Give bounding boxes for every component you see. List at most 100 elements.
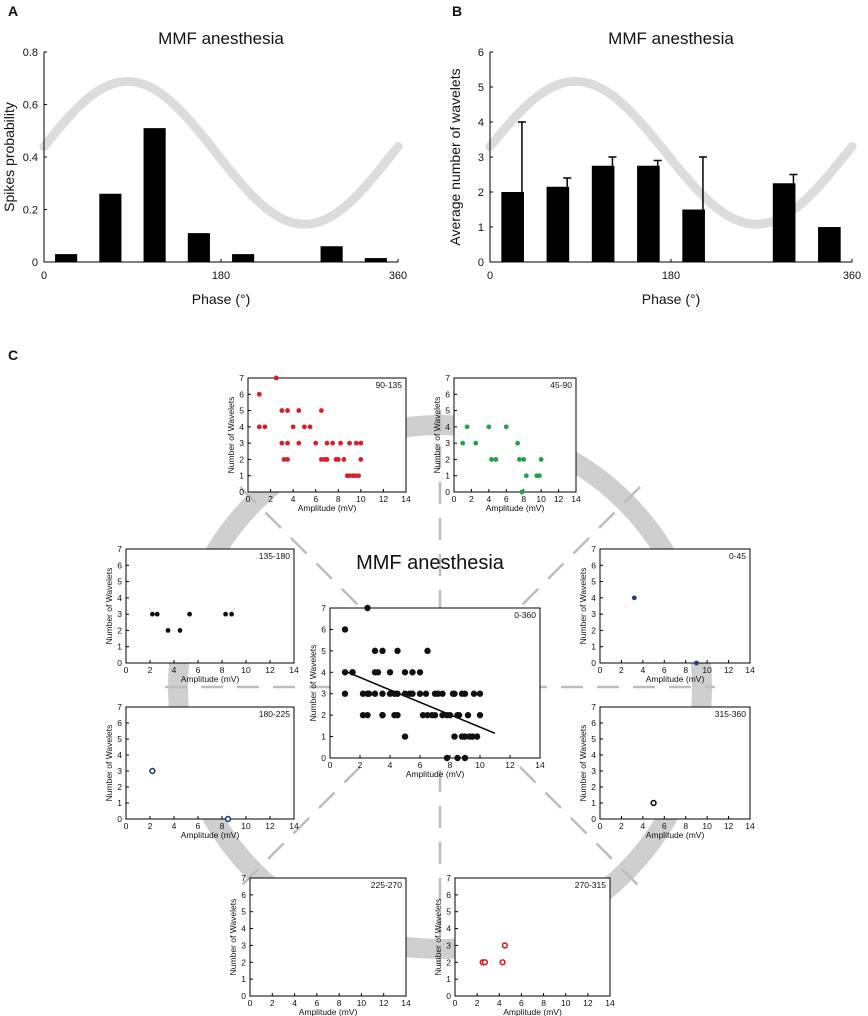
a-bar-1 — [99, 193, 122, 262]
c-ylabel: Number of Wavelets — [104, 725, 114, 802]
b-bar-3 — [637, 165, 660, 262]
c-point-90-135-1 — [256, 424, 262, 430]
c-point-45-90-7 — [515, 440, 521, 446]
c-xtick-label: 6 — [313, 494, 318, 504]
c-ytick-label: 2 — [321, 710, 326, 720]
c-point-0-360-31 — [439, 711, 446, 719]
c-point-90-135-12 — [296, 440, 302, 446]
c-point-90-135-4 — [279, 408, 285, 413]
a-phase-curve — [39, 76, 403, 229]
c-panel-range-0-45: 0-45 — [729, 551, 746, 561]
c-point-90-135-11 — [296, 408, 302, 413]
c-point-0-360-64 — [464, 711, 472, 719]
c-ytick-label: 1 — [591, 642, 596, 652]
c-xtick-label: 14 — [289, 821, 299, 831]
c-ytick-label: 7 — [239, 373, 244, 383]
c-ytick-label: 3 — [321, 689, 326, 699]
c-point-0-360-5 — [349, 669, 356, 676]
c-xtick-label: 8 — [336, 494, 341, 504]
c-ytick-label: 2 — [591, 782, 596, 792]
c-xtick-label: 12 — [554, 494, 564, 504]
c-point-90-135-23 — [335, 457, 341, 462]
c-xtick-label: 10 — [475, 760, 485, 770]
c-ylabel: Number of Wavelets — [104, 568, 114, 645]
c-point-180-225-1 — [224, 815, 232, 823]
c-ytick-label: 6 — [241, 890, 246, 900]
c-point-90-135-15 — [313, 440, 319, 446]
c-point-0-360-20 — [401, 733, 409, 740]
c-xtick-label: 12 — [724, 821, 734, 831]
c-point-0-360-49 — [379, 711, 386, 719]
c-xlabel: Amplitude (mV) — [181, 674, 240, 684]
c-xtick-label: 14 — [289, 665, 299, 675]
b-ytick-label-0: 0 — [478, 257, 484, 269]
c-point-90-135-31 — [353, 440, 359, 446]
c-ytick-label: 5 — [445, 406, 450, 416]
c-xtick-label: 10 — [702, 665, 712, 675]
c-point-0-360-54 — [461, 754, 469, 762]
c-point-0-360-51 — [451, 690, 458, 697]
c-xtick-label: 2 — [619, 821, 624, 831]
c-point-90-135-2 — [262, 424, 268, 430]
c-point-0-360-12 — [379, 647, 386, 655]
c-xtick-label: 6 — [314, 998, 319, 1008]
c-ytick-label: 1 — [591, 798, 596, 808]
c-ytick-label: 0 — [321, 753, 326, 763]
b-ylabel: Average number of wavelets — [447, 68, 463, 245]
c-xtick-label: 12 — [724, 665, 734, 675]
c-point-0-360-50 — [406, 690, 413, 697]
c-xtick-label: 4 — [292, 998, 297, 1008]
c-ytick-label: 4 — [591, 750, 596, 760]
c-panel-range-315-360: 315-360 — [715, 709, 746, 719]
b-bar-7 — [818, 227, 841, 262]
c-ytick-label: 1 — [117, 798, 122, 808]
c-xtick-label: 4 — [172, 821, 177, 831]
c-point-135-180-5 — [223, 611, 229, 617]
c-ytick-label: 5 — [241, 907, 246, 917]
c-xtick-label: 4 — [640, 665, 645, 675]
c-point-0-360-56 — [454, 754, 461, 762]
c-point-45-90-13 — [537, 473, 542, 479]
panel-letter-c: C — [8, 347, 18, 363]
c-xtick-label: 2 — [469, 494, 474, 504]
a-bar-7 — [364, 258, 387, 262]
c-xtick-label: 4 — [486, 494, 491, 504]
c-point-135-180-0 — [150, 611, 155, 617]
c-xtick-label: 14 — [745, 821, 755, 831]
c-xtick-label: 2 — [619, 665, 624, 675]
c-xtick-label: 12 — [583, 998, 593, 1008]
c-point-90-135-16 — [318, 457, 324, 462]
c-background — [165, 410, 715, 965]
c-ylabel: Number of Wavelets — [432, 397, 442, 474]
c-point-0-360-47 — [359, 690, 367, 697]
c-xtick-label: 8 — [683, 821, 688, 831]
b-xlabel: Phase (°) — [642, 291, 701, 307]
c-xtick-label: 12 — [379, 998, 389, 1008]
c-point-90-135-34 — [358, 457, 364, 462]
b-bar-1 — [546, 186, 570, 262]
c-ytick-label: 3 — [239, 438, 244, 448]
c-xtick-label: 0 — [124, 821, 129, 831]
c-ylabel: Number of Wavelets — [578, 568, 588, 645]
c-point-0-360-14 — [386, 690, 394, 697]
a-title: MMF anesthesia — [158, 29, 284, 48]
c-point-270-315-2 — [499, 959, 506, 966]
b-bar-2 — [591, 165, 615, 262]
c-xtick-label: 10 — [356, 494, 366, 504]
c-point-0-360-46 — [476, 711, 484, 719]
c-xtick-label: 4 — [388, 760, 393, 770]
c-xtick-label: 10 — [561, 998, 571, 1008]
b-phase-curve — [485, 76, 857, 229]
c-panel-range-90-135: 90-135 — [376, 380, 403, 390]
c-xtick-label: 10 — [536, 494, 546, 504]
c-xtick-label: 4 — [291, 494, 296, 504]
c-xlabel: Amplitude (mV) — [503, 1007, 562, 1016]
c-ytick-label: 6 — [591, 718, 596, 728]
c-ytick-label: 0 — [591, 658, 596, 668]
c-ytick-label: 5 — [591, 577, 596, 587]
c-ytick-label: 2 — [446, 957, 451, 967]
